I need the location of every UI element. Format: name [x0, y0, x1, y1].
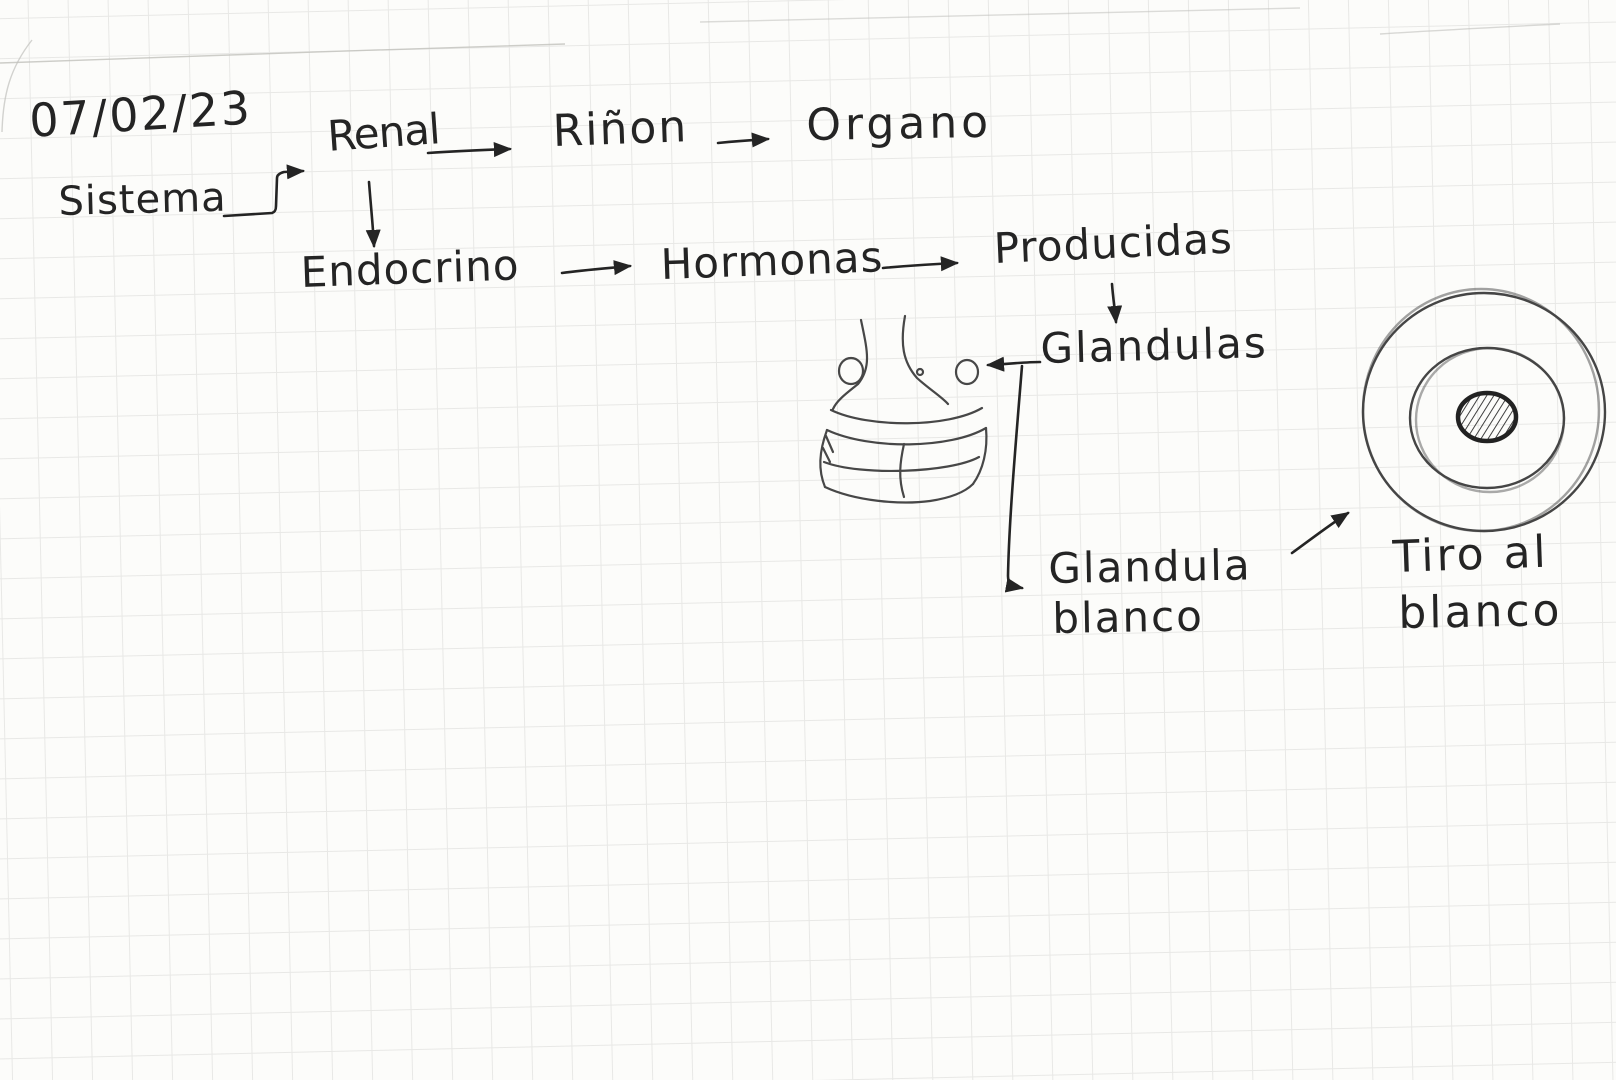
torso-sketch — [819, 314, 988, 504]
node-endocrino: Endocrino — [299, 240, 521, 297]
arrow-renal-to-rinon — [426, 142, 513, 158]
scan-line — [0, 43, 566, 64]
shorts-side-shading — [821, 434, 835, 464]
shorts-center-crease — [899, 442, 906, 499]
waistband-top — [829, 406, 984, 425]
arrow-endocrino-to-hormonas — [560, 260, 633, 276]
arrow-glandulas-to-torso — [985, 356, 1042, 372]
bullseye-target-sketch — [1361, 287, 1607, 533]
date-label: 07/02/23 — [27, 80, 254, 148]
node-glandula-blanco-line1: Glandula — [1047, 540, 1253, 593]
node-sistema: Sistema — [57, 174, 228, 225]
arrow-hormonas-to-producidas — [881, 256, 960, 272]
node-renal: Renal — [325, 104, 442, 161]
label-tiro-al-blanco-line1: Tiro al — [1391, 526, 1550, 583]
node-rinon: Riñon — [551, 101, 690, 157]
node-producidas: Producidas — [992, 213, 1234, 273]
page-corner-curve — [1, 39, 33, 133]
shorts-right-edge — [971, 426, 988, 486]
arrow-glandula-blanco-to-target — [1290, 511, 1350, 555]
connector-arrows — [222, 132, 1350, 593]
label-tiro-al-blanco-line2: blanco — [1397, 585, 1563, 639]
torso-left-side — [831, 318, 869, 411]
arrow-renal-to-endocrino — [365, 180, 381, 249]
arrow-torso-to-glandula-blanco — [1004, 364, 1025, 593]
shorts-bottom-edge — [823, 482, 975, 504]
arrow-sistema-to-renal — [222, 164, 306, 218]
node-glandula-blanco-line2: blanco — [1051, 591, 1205, 643]
target-outer-ring-overdraw — [1361, 287, 1601, 533]
node-organo: Organo — [805, 96, 993, 151]
waistband-bottom — [825, 426, 988, 446]
arrow-producidas-to-glandulas — [1107, 282, 1123, 325]
shorts-hem-line — [822, 455, 981, 473]
node-glandulas: Glandulas — [1039, 318, 1269, 373]
right-hip-gland-circle — [954, 358, 980, 386]
left-hip-gland-circle — [837, 356, 865, 386]
torso-right-side — [901, 314, 950, 406]
scan-line — [1379, 23, 1561, 35]
target-inner-ring — [1408, 346, 1566, 490]
target-inner-ring-overdraw — [1414, 346, 1566, 494]
node-hormonas: Hormonas — [659, 232, 885, 289]
scan-line — [699, 7, 1301, 23]
target-bullseye-center — [1455, 390, 1519, 444]
arrow-rinon-to-organo — [716, 132, 771, 148]
navel-mark — [915, 367, 925, 377]
